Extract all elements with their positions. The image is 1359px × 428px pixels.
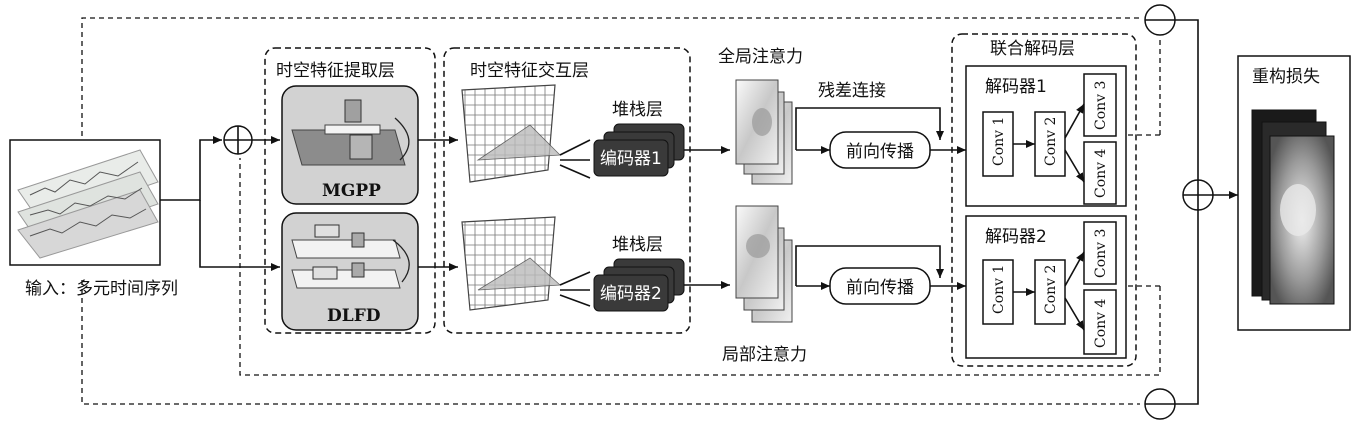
global-attention-maps	[735, 79, 793, 185]
reconstruction-maps	[1251, 109, 1335, 305]
mgpp-module	[281, 85, 419, 205]
d1-conv4-label: Conv 4	[1093, 148, 1109, 198]
extraction-title: 时空特征提取层	[276, 61, 395, 81]
sum-junction-output	[1182, 179, 1214, 211]
d2-conv3-label: Conv 3	[1093, 229, 1109, 278]
dlfd-module	[281, 212, 419, 331]
forward-label-bottom: 前向传播	[846, 278, 914, 298]
d2-conv2-label: Conv 2	[1043, 265, 1059, 314]
stack-label-top: 堆栈层	[612, 100, 663, 120]
interaction-title: 时空特征交互层	[470, 61, 589, 81]
encoder2-label: 编码器2	[600, 284, 662, 304]
d1-conv1-label: Conv 1	[991, 117, 1007, 166]
dlfd-label: DLFD	[327, 306, 381, 326]
decoding-title: 联合解码层	[990, 39, 1075, 59]
input-series-image	[9, 139, 161, 266]
sum-junction-input	[223, 125, 253, 155]
forward-label-top: 前向传播	[846, 142, 914, 162]
stack-label-bottom: 堆栈层	[612, 235, 663, 255]
decoder1-convs	[982, 73, 1117, 205]
d1-conv3-label: Conv 3	[1093, 81, 1109, 130]
decoder2-label: 解码器2	[985, 227, 1047, 247]
encoder1-label: 编码器1	[600, 149, 662, 169]
local-attention-label: 局部注意力	[722, 345, 807, 365]
global-attention-label: 全局注意力	[718, 47, 803, 67]
decoder1-label: 解码器1	[985, 77, 1047, 97]
d2-conv4-label: Conv 4	[1093, 298, 1109, 348]
decoding-layer-frame	[951, 33, 1137, 367]
decoder2-convs	[982, 221, 1117, 355]
residual-label: 残差连接	[818, 81, 886, 101]
local-attention-maps	[735, 205, 793, 323]
reconstruction-label: 重构损失	[1252, 67, 1320, 87]
sum-junction-bottom	[1144, 388, 1176, 420]
input-label: 输入：多元时间序列	[25, 279, 178, 299]
d1-conv2-label: Conv 2	[1043, 117, 1059, 166]
encoder2-stack	[593, 258, 685, 312]
mgpp-label: MGPP	[322, 181, 381, 201]
encoder1-stack	[593, 123, 685, 177]
d2-conv1-label: Conv 1	[991, 265, 1007, 314]
interaction-layer-frame	[443, 47, 691, 334]
extraction-layer-frame	[264, 47, 436, 334]
interaction-map-bottom	[461, 216, 591, 311]
sum-junction-top	[1144, 4, 1176, 36]
interaction-map-top	[461, 84, 591, 183]
